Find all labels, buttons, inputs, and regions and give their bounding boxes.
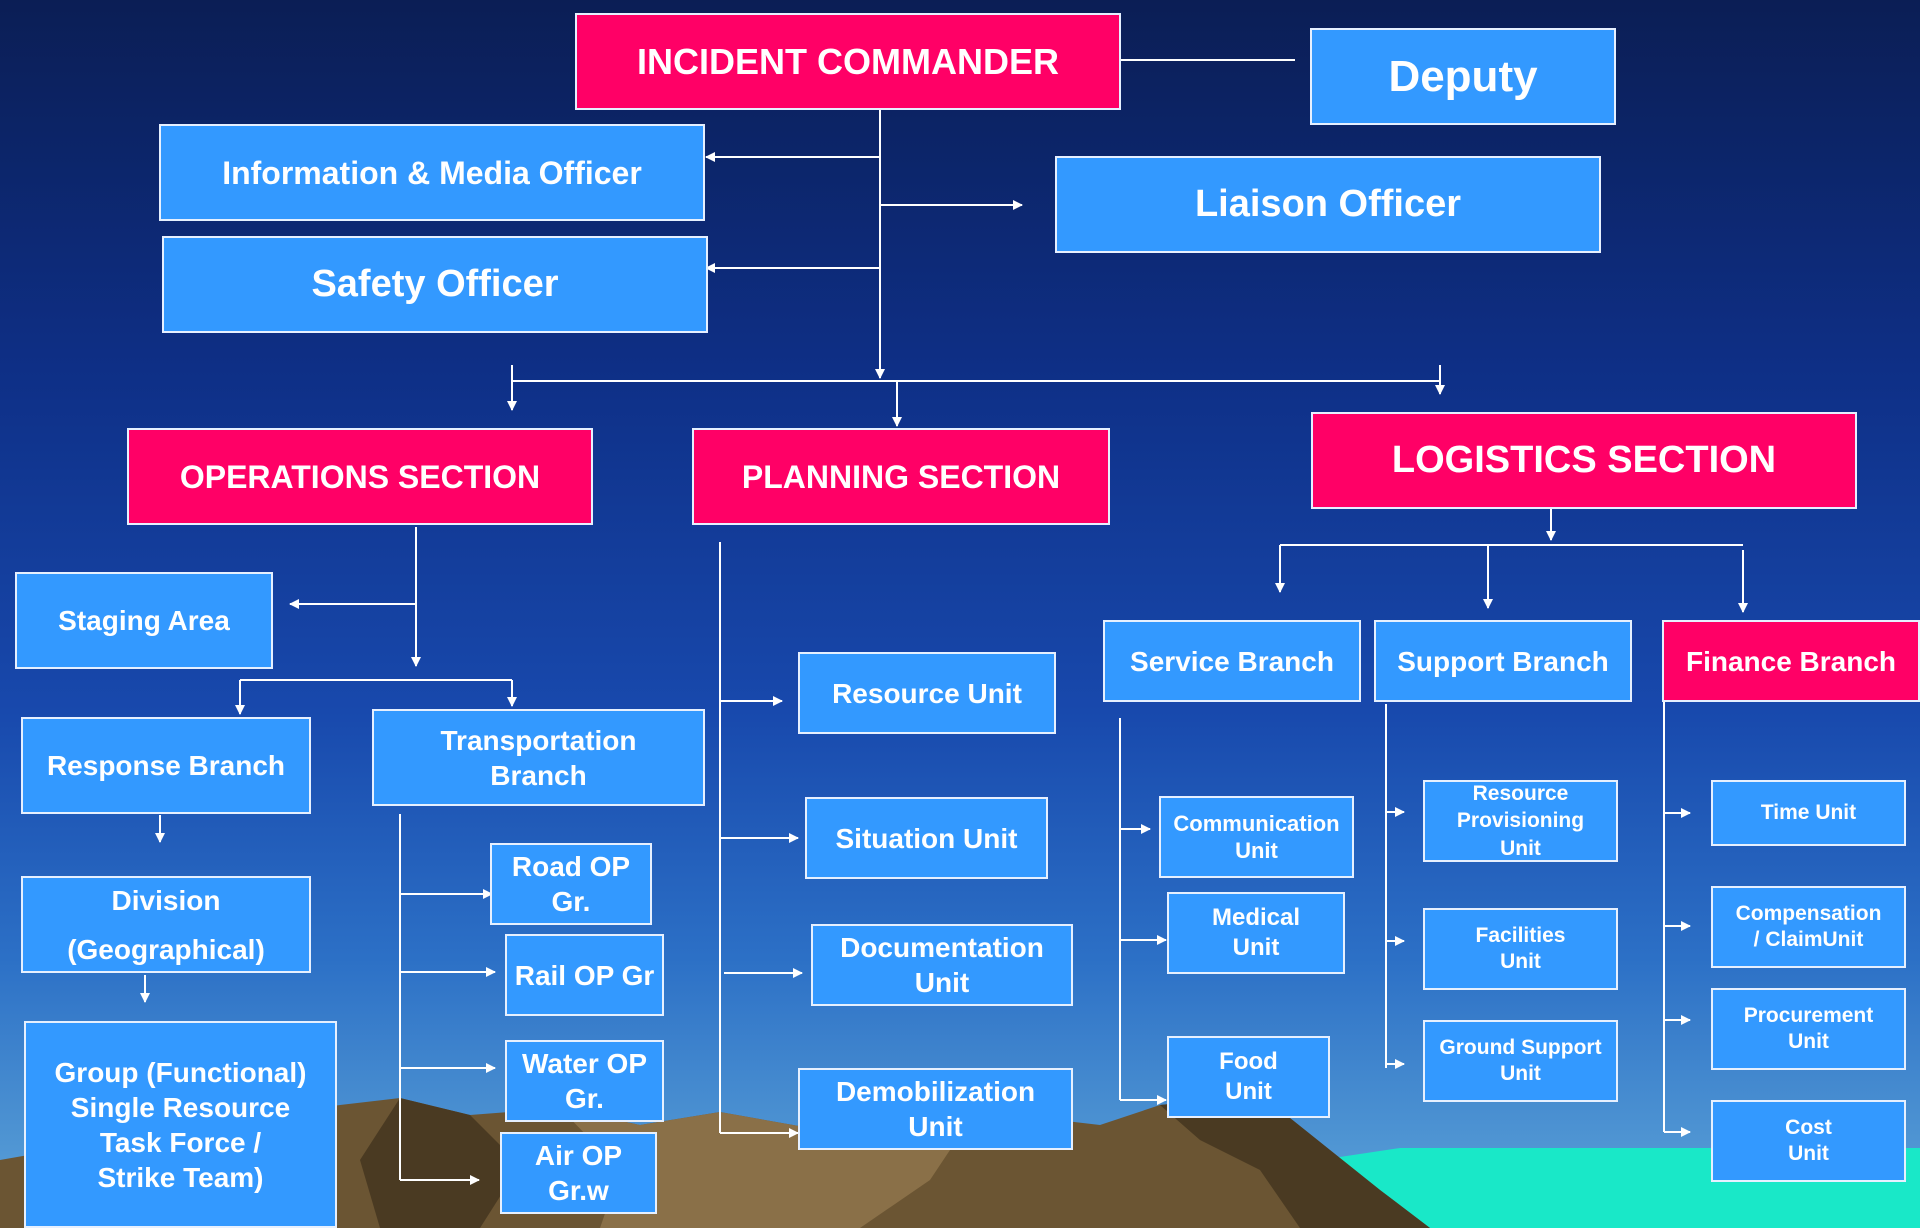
staging-area: Staging Area [15,572,273,669]
food-unit: Food Unit [1167,1036,1330,1118]
logistics-section: LOGISTICS SECTION [1311,412,1857,509]
road-op-group: Road OP Gr. [490,843,652,925]
mountain-shadow [1160,1098,1430,1228]
transportation-branch: Transportation Branch [372,709,705,806]
response-branch: Response Branch [21,717,311,814]
group-functional: Group (Functional) Single Resource Task … [24,1021,337,1228]
resource-unit: Resource Unit [798,652,1056,734]
deputy: Deputy [1310,28,1616,125]
planning-section: PLANNING SECTION [692,428,1110,525]
division: Division (Geographical) [21,876,311,973]
ground-support-unit: Ground Support Unit [1423,1020,1618,1102]
facilities-unit: Facilities Unit [1423,908,1618,990]
documentation-unit: Documentation Unit [811,924,1073,1006]
incident-commander: INCIDENT COMMANDER [575,13,1121,110]
air-op-group: Air OP Gr.w [500,1132,657,1214]
support-branch: Support Branch [1374,620,1632,702]
safety-officer: Safety Officer [162,236,708,333]
resource-provisioning-unit: Resource Provisioning Unit [1423,780,1618,862]
time-unit: Time Unit [1711,780,1906,846]
cost-unit: Cost Unit [1711,1100,1906,1182]
finance-branch: Finance Branch [1662,620,1920,702]
medical-unit: Medical Unit [1167,892,1345,974]
rail-op-group: Rail OP Gr [505,934,664,1016]
demobilization-unit: Demobilization Unit [798,1068,1073,1150]
service-branch: Service Branch [1103,620,1361,702]
water-op-group: Water OP Gr. [505,1040,664,1122]
liaison-officer: Liaison Officer [1055,156,1601,253]
compensation-claim-unit: Compensation / ClaimUnit [1711,886,1906,968]
communication-unit: Communication Unit [1159,796,1354,878]
operations-section: OPERATIONS SECTION [127,428,593,525]
information-media-officer: Information & Media Officer [159,124,705,221]
procurement-unit: Procurement Unit [1711,988,1906,1070]
situation-unit: Situation Unit [805,797,1048,879]
